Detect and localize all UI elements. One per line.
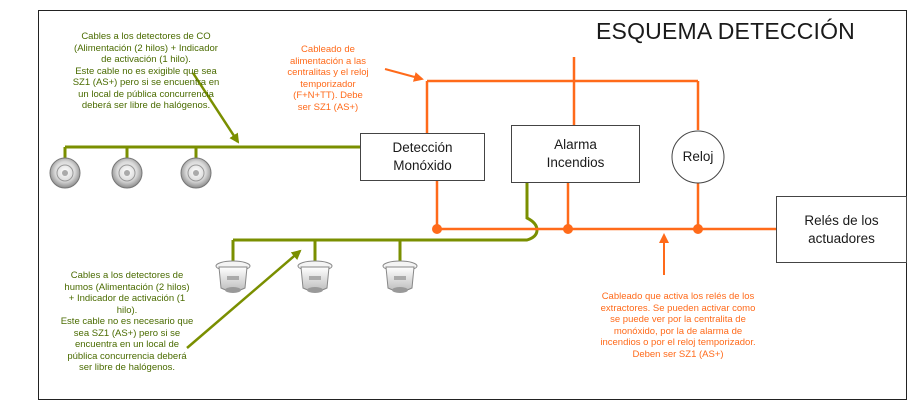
clock-circle — [671, 130, 725, 184]
relays-box — [776, 196, 907, 263]
orange-wiring — [425, 57, 776, 231]
smoke-cables-note: Cables a los detectores de humos (Alimen… — [60, 270, 194, 373]
relays-label: Relés de los actuadores — [804, 212, 879, 246]
co-detector-icon — [180, 157, 212, 189]
co-cables-note: Cables a los detectores de CO (Alimentac… — [72, 31, 220, 111]
clock-label: Reloj — [682, 149, 714, 164]
power-note-arrow — [384, 68, 424, 82]
junction-dots — [432, 224, 703, 234]
diagram-title: ESQUEMA DETECCIÓN — [596, 18, 855, 44]
co-note-arrow — [191, 72, 240, 144]
smoke-detector-bus — [233, 183, 539, 242]
relay-cabling-note: Cableado que activa los relés de los ext… — [600, 291, 756, 360]
fire-alarm-label: Alarma Incendios — [546, 137, 605, 170]
smoke-note-arrow — [186, 249, 302, 349]
co-detection-label: Detección Monóxido — [392, 140, 453, 173]
fire-alarm-box — [511, 125, 640, 183]
smoke-detector-icon — [297, 260, 333, 293]
power-cabling-note: Cableado de alimentación a las centralit… — [287, 44, 369, 113]
smoke-detector-icon — [215, 260, 251, 293]
co-detector-icon — [49, 157, 81, 189]
smoke-detector-icon — [382, 260, 418, 293]
co-detector-icon — [111, 157, 143, 189]
co-detection-box — [360, 133, 485, 181]
